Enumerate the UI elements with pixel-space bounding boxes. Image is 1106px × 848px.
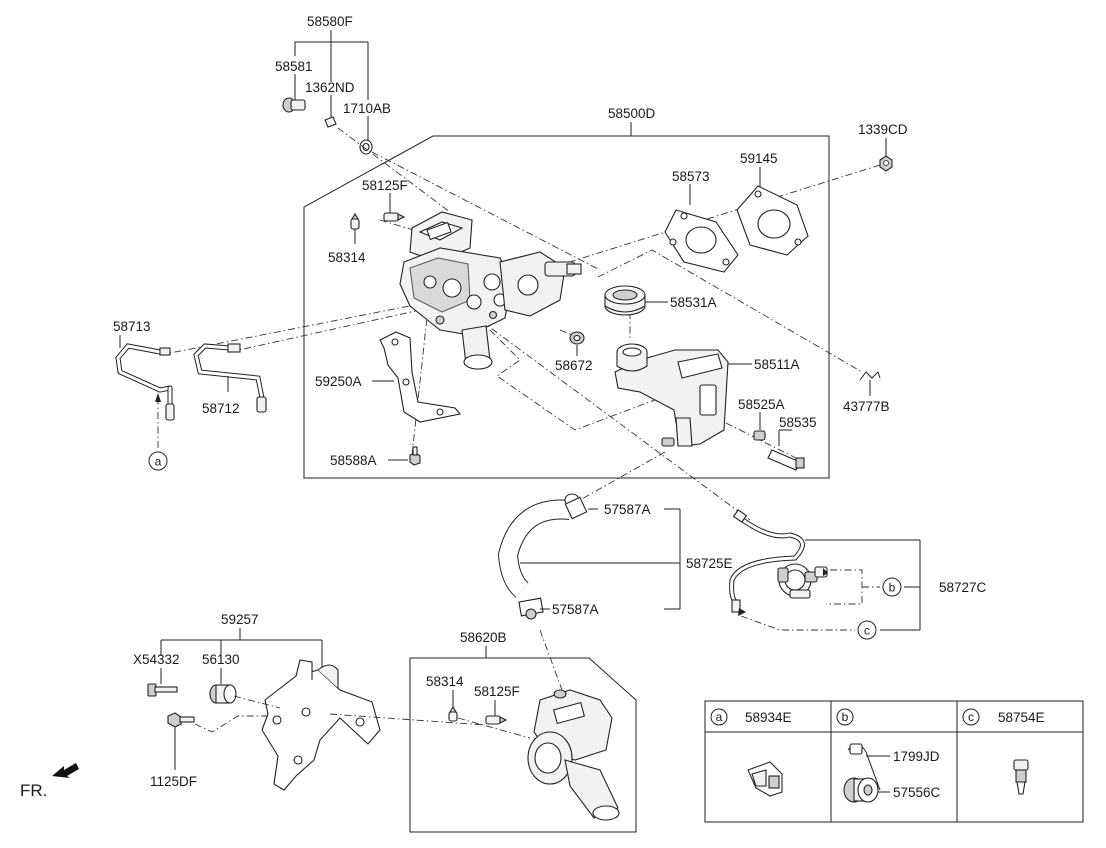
label-58500D: 58500D xyxy=(608,106,656,121)
clip-58934E xyxy=(747,761,783,797)
arrow-a xyxy=(155,393,161,448)
label-1362ND: 1362ND xyxy=(305,80,355,95)
label-58581: 58581 xyxy=(275,59,313,74)
cap-58531A xyxy=(604,285,668,316)
label-59257: 59257 xyxy=(221,612,259,627)
callout-c: c xyxy=(857,620,877,640)
grommet-58672 xyxy=(569,331,585,356)
label-58573: 58573 xyxy=(672,169,710,184)
label-58712: 58712 xyxy=(202,401,240,416)
svg-text:a: a xyxy=(716,710,723,724)
label-58125F-bot: 58125F xyxy=(474,684,520,699)
bleeder-58754E xyxy=(1013,759,1029,795)
label-43777B: 43777B xyxy=(843,399,890,414)
bracket-59250A xyxy=(372,331,462,423)
sensor-58535 xyxy=(767,429,805,471)
label-58727C: 58727C xyxy=(939,580,987,595)
harness-58727C xyxy=(729,509,921,631)
label-X54332: X54332 xyxy=(133,652,180,667)
motor-box-58620B xyxy=(409,646,637,833)
legend-callout-b: b xyxy=(836,708,854,726)
clip-43777B xyxy=(859,371,881,396)
fitting-58125F-top xyxy=(383,193,406,222)
main-assembly-frame xyxy=(303,135,830,479)
label-57587A-bot: 57587A xyxy=(552,602,599,617)
grommet-57556C xyxy=(843,777,890,803)
bleeder-58314-top xyxy=(350,212,360,244)
label-56130: 56130 xyxy=(202,652,240,667)
callout-a: a xyxy=(148,451,168,471)
svg-text:a: a xyxy=(155,455,162,469)
label-57587A-top: 57587A xyxy=(604,502,651,517)
label-58125F-top: 58125F xyxy=(362,178,408,193)
hose-58725E xyxy=(497,493,681,620)
label-58934E: 58934E xyxy=(745,710,792,725)
label-58531A: 58531A xyxy=(670,295,717,310)
svg-text:c: c xyxy=(864,624,870,638)
fr-arrow-icon xyxy=(52,763,79,778)
label-58725E: 58725E xyxy=(686,556,733,571)
tube-58713 xyxy=(115,335,175,421)
label-58672: 58672 xyxy=(555,358,593,373)
svg-text:b: b xyxy=(889,581,896,595)
label-58314-bot: 58314 xyxy=(426,674,464,689)
gasket-59145 xyxy=(736,167,809,256)
plug-58525A xyxy=(753,412,766,441)
svg-text:c: c xyxy=(968,710,974,724)
bolt-1125DF xyxy=(167,712,195,770)
label-58535: 58535 xyxy=(779,415,817,430)
label-57556C: 57556C xyxy=(893,785,941,800)
washer-1710AB xyxy=(359,139,373,155)
tube-58712 xyxy=(193,343,267,413)
tie-1799JD xyxy=(847,743,890,791)
label-fr: FR. xyxy=(20,781,47,800)
nut-1339CD xyxy=(879,138,893,172)
reservoir-58511A xyxy=(614,343,752,447)
label-58588A: 58588A xyxy=(330,453,377,468)
pin-58581 xyxy=(282,97,306,113)
bracket-59257 xyxy=(147,628,486,791)
label-1799JD: 1799JD xyxy=(893,749,940,764)
label-59250A: 59250A xyxy=(315,374,362,389)
gasket-58573 xyxy=(664,184,739,273)
label-58511A: 58511A xyxy=(754,357,800,372)
label-59145: 59145 xyxy=(740,151,778,166)
group-58580F xyxy=(282,30,373,155)
clamp-57587A-bot xyxy=(518,597,544,620)
fitting-58125F-bot xyxy=(485,700,508,725)
label-1125DF: 1125DF xyxy=(150,774,197,789)
label-58713: 58713 xyxy=(113,319,151,334)
legend-table xyxy=(704,700,1084,823)
callout-b: b xyxy=(882,577,902,597)
label-58314-top: 58314 xyxy=(328,250,366,265)
bushing-56130 xyxy=(209,668,237,704)
label-58580F: 58580F xyxy=(307,14,353,29)
label-58754E: 58754E xyxy=(998,710,1045,725)
svg-text:b: b xyxy=(842,710,849,724)
label-1710AB: 1710AB xyxy=(343,101,391,116)
label-58620B: 58620B xyxy=(460,630,507,645)
label-58525A: 58525A xyxy=(738,397,785,412)
bolt-X54332 xyxy=(147,668,178,697)
legend-callout-a: a xyxy=(710,708,728,726)
bleeder-58314-bot xyxy=(448,690,458,722)
clip-1362ND xyxy=(324,116,337,128)
booster-unit-main xyxy=(399,211,582,370)
clamp-57587A-top xyxy=(564,493,588,520)
legend-callout-c: c xyxy=(962,708,980,726)
label-1339CD: 1339CD xyxy=(858,122,908,137)
bolt-58588A xyxy=(388,446,421,466)
